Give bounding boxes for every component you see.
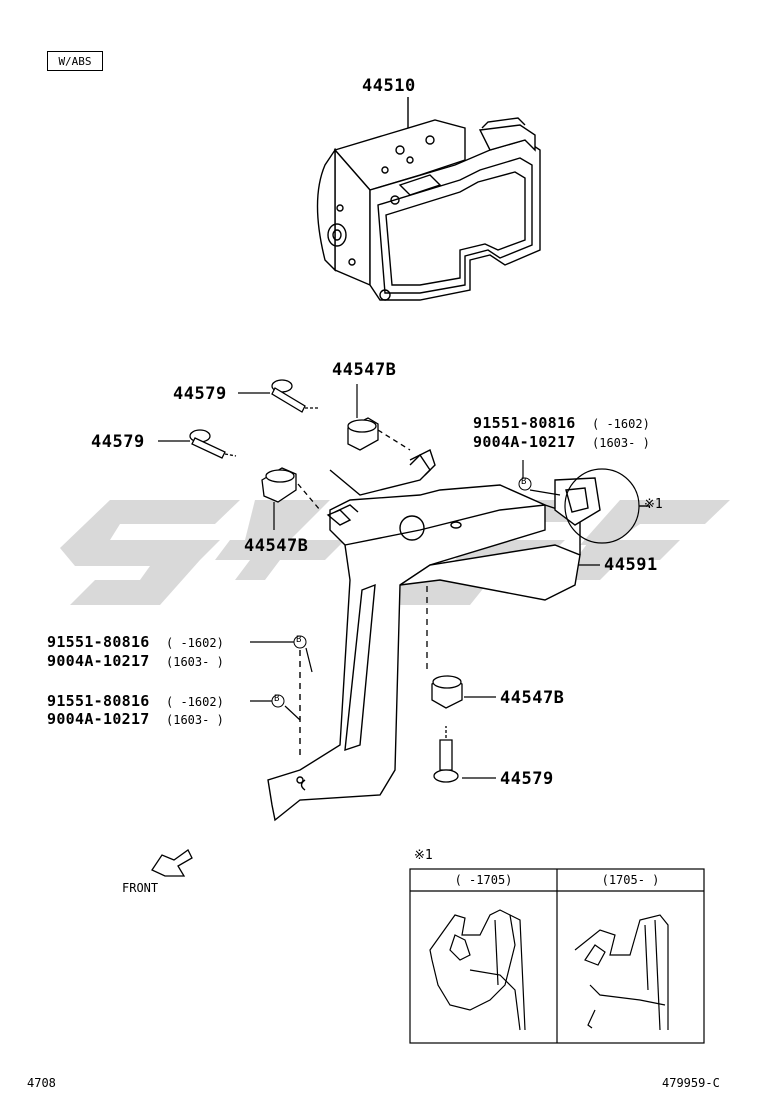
bolt-right-range-a: ( -1602) <box>592 417 650 431</box>
part-label-cushion-lower[interactable]: 44547B <box>500 688 565 708</box>
bolt-marker-right <box>518 477 532 491</box>
part-label-collar-top[interactable]: 44579 <box>173 384 227 404</box>
bolt-marker-letter-right: B <box>521 477 527 487</box>
hardware-illustrations <box>189 379 463 783</box>
detail-col-right-header: (1705- ) <box>601 873 660 887</box>
bolt-left2-code-a[interactable]: 91551-80816 <box>47 692 150 710</box>
part-label-actuator[interactable]: 44510 <box>362 76 416 96</box>
part-label-collar-left[interactable]: 44579 <box>91 432 145 452</box>
part-label-cushion-left[interactable]: 44547B <box>244 536 309 556</box>
front-arrow-icon <box>151 849 193 877</box>
bolt-left1-range-b: (1603- ) <box>166 655 224 669</box>
bolt-left1-range-a: ( -1602) <box>166 636 224 650</box>
bolt-left1-code-b[interactable]: 9004A-10217 <box>47 652 150 670</box>
bolt-left2-code-b[interactable]: 9004A-10217 <box>47 710 150 728</box>
note-reference: ※1 <box>644 497 663 512</box>
bracket-illustration <box>267 449 650 822</box>
bolt-right-code-b[interactable]: 9004A-10217 <box>473 433 576 451</box>
front-label: FRONT <box>122 881 159 895</box>
part-label-bracket[interactable]: 44591 <box>604 555 658 575</box>
page-number: 4708 <box>27 1076 56 1090</box>
leader-lines <box>158 384 600 779</box>
variant-tag: W/ABS <box>47 51 103 71</box>
bolt-left2-range-a: ( -1602) <box>166 695 224 709</box>
bolt-marker-letter-left2: B <box>274 694 280 704</box>
bolt-marker-left-1 <box>293 635 307 649</box>
detail-table <box>409 868 705 1044</box>
illustration-id: 479959-C <box>662 1076 720 1090</box>
part-label-collar-lower[interactable]: 44579 <box>500 769 554 789</box>
bolt-marker-letter-left1: B <box>296 635 302 645</box>
detail-title: ※1 <box>414 848 433 863</box>
bolt-right-code-a[interactable]: 91551-80816 <box>473 414 576 432</box>
bolt-marker-left-2 <box>271 694 285 708</box>
abs-actuator-illustration <box>316 97 541 301</box>
part-label-cushion-top[interactable]: 44547B <box>332 360 397 380</box>
bolt-markers <box>271 477 532 708</box>
bolt-right-range-b: (1603- ) <box>592 436 650 450</box>
detail-col-left-header: ( -1705) <box>454 873 513 887</box>
bolt-left1-code-a[interactable]: 91551-80816 <box>47 633 150 651</box>
bolt-left2-range-b: (1603- ) <box>166 713 224 727</box>
